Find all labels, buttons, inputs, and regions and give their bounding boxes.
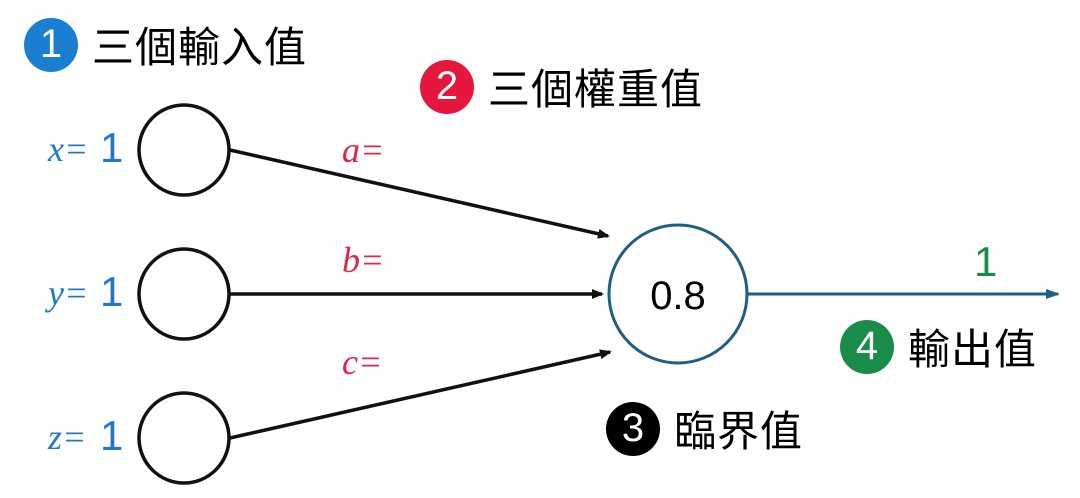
label-output: 4 輸出值 [840,316,1037,377]
badge-2-icon: 2 [420,59,474,114]
input-node-x [137,103,231,197]
input-var-y: y= [45,273,88,313]
input-value-z: 1 [100,412,123,459]
weight-label-c: c= [342,342,382,382]
label-weights-text: 三個權重值 [488,65,704,114]
edge-x-to-neuron [229,148,610,239]
input-value-x: 1 [100,124,123,171]
input-var-x: x= [47,129,88,169]
threshold-value: 0.8 [650,274,706,318]
label-output-text: 輸出值 [908,325,1038,374]
badge-1-icon: 1 [24,17,78,72]
label-threshold: 3 臨界值 [606,398,803,459]
badge-3-icon: 3 [606,401,660,456]
input-value-y: 1 [100,268,123,315]
output-value: 1 [974,238,997,285]
label-inputs: 1 三個輸入值 [24,14,307,75]
label-weights: 2 三個權重值 [420,56,703,117]
input-var-z: z= [47,417,86,457]
label-threshold-text: 臨界值 [674,407,804,456]
label-inputs-text: 三個輸入值 [92,23,308,72]
neuron-node [607,223,749,365]
edge-z-to-neuron [229,349,612,440]
input-node-y [137,247,231,341]
badge-4-icon: 4 [840,319,894,374]
weight-label-b: b= [342,240,384,280]
input-node-z [137,391,231,485]
weight-label-a: a= [342,130,384,170]
